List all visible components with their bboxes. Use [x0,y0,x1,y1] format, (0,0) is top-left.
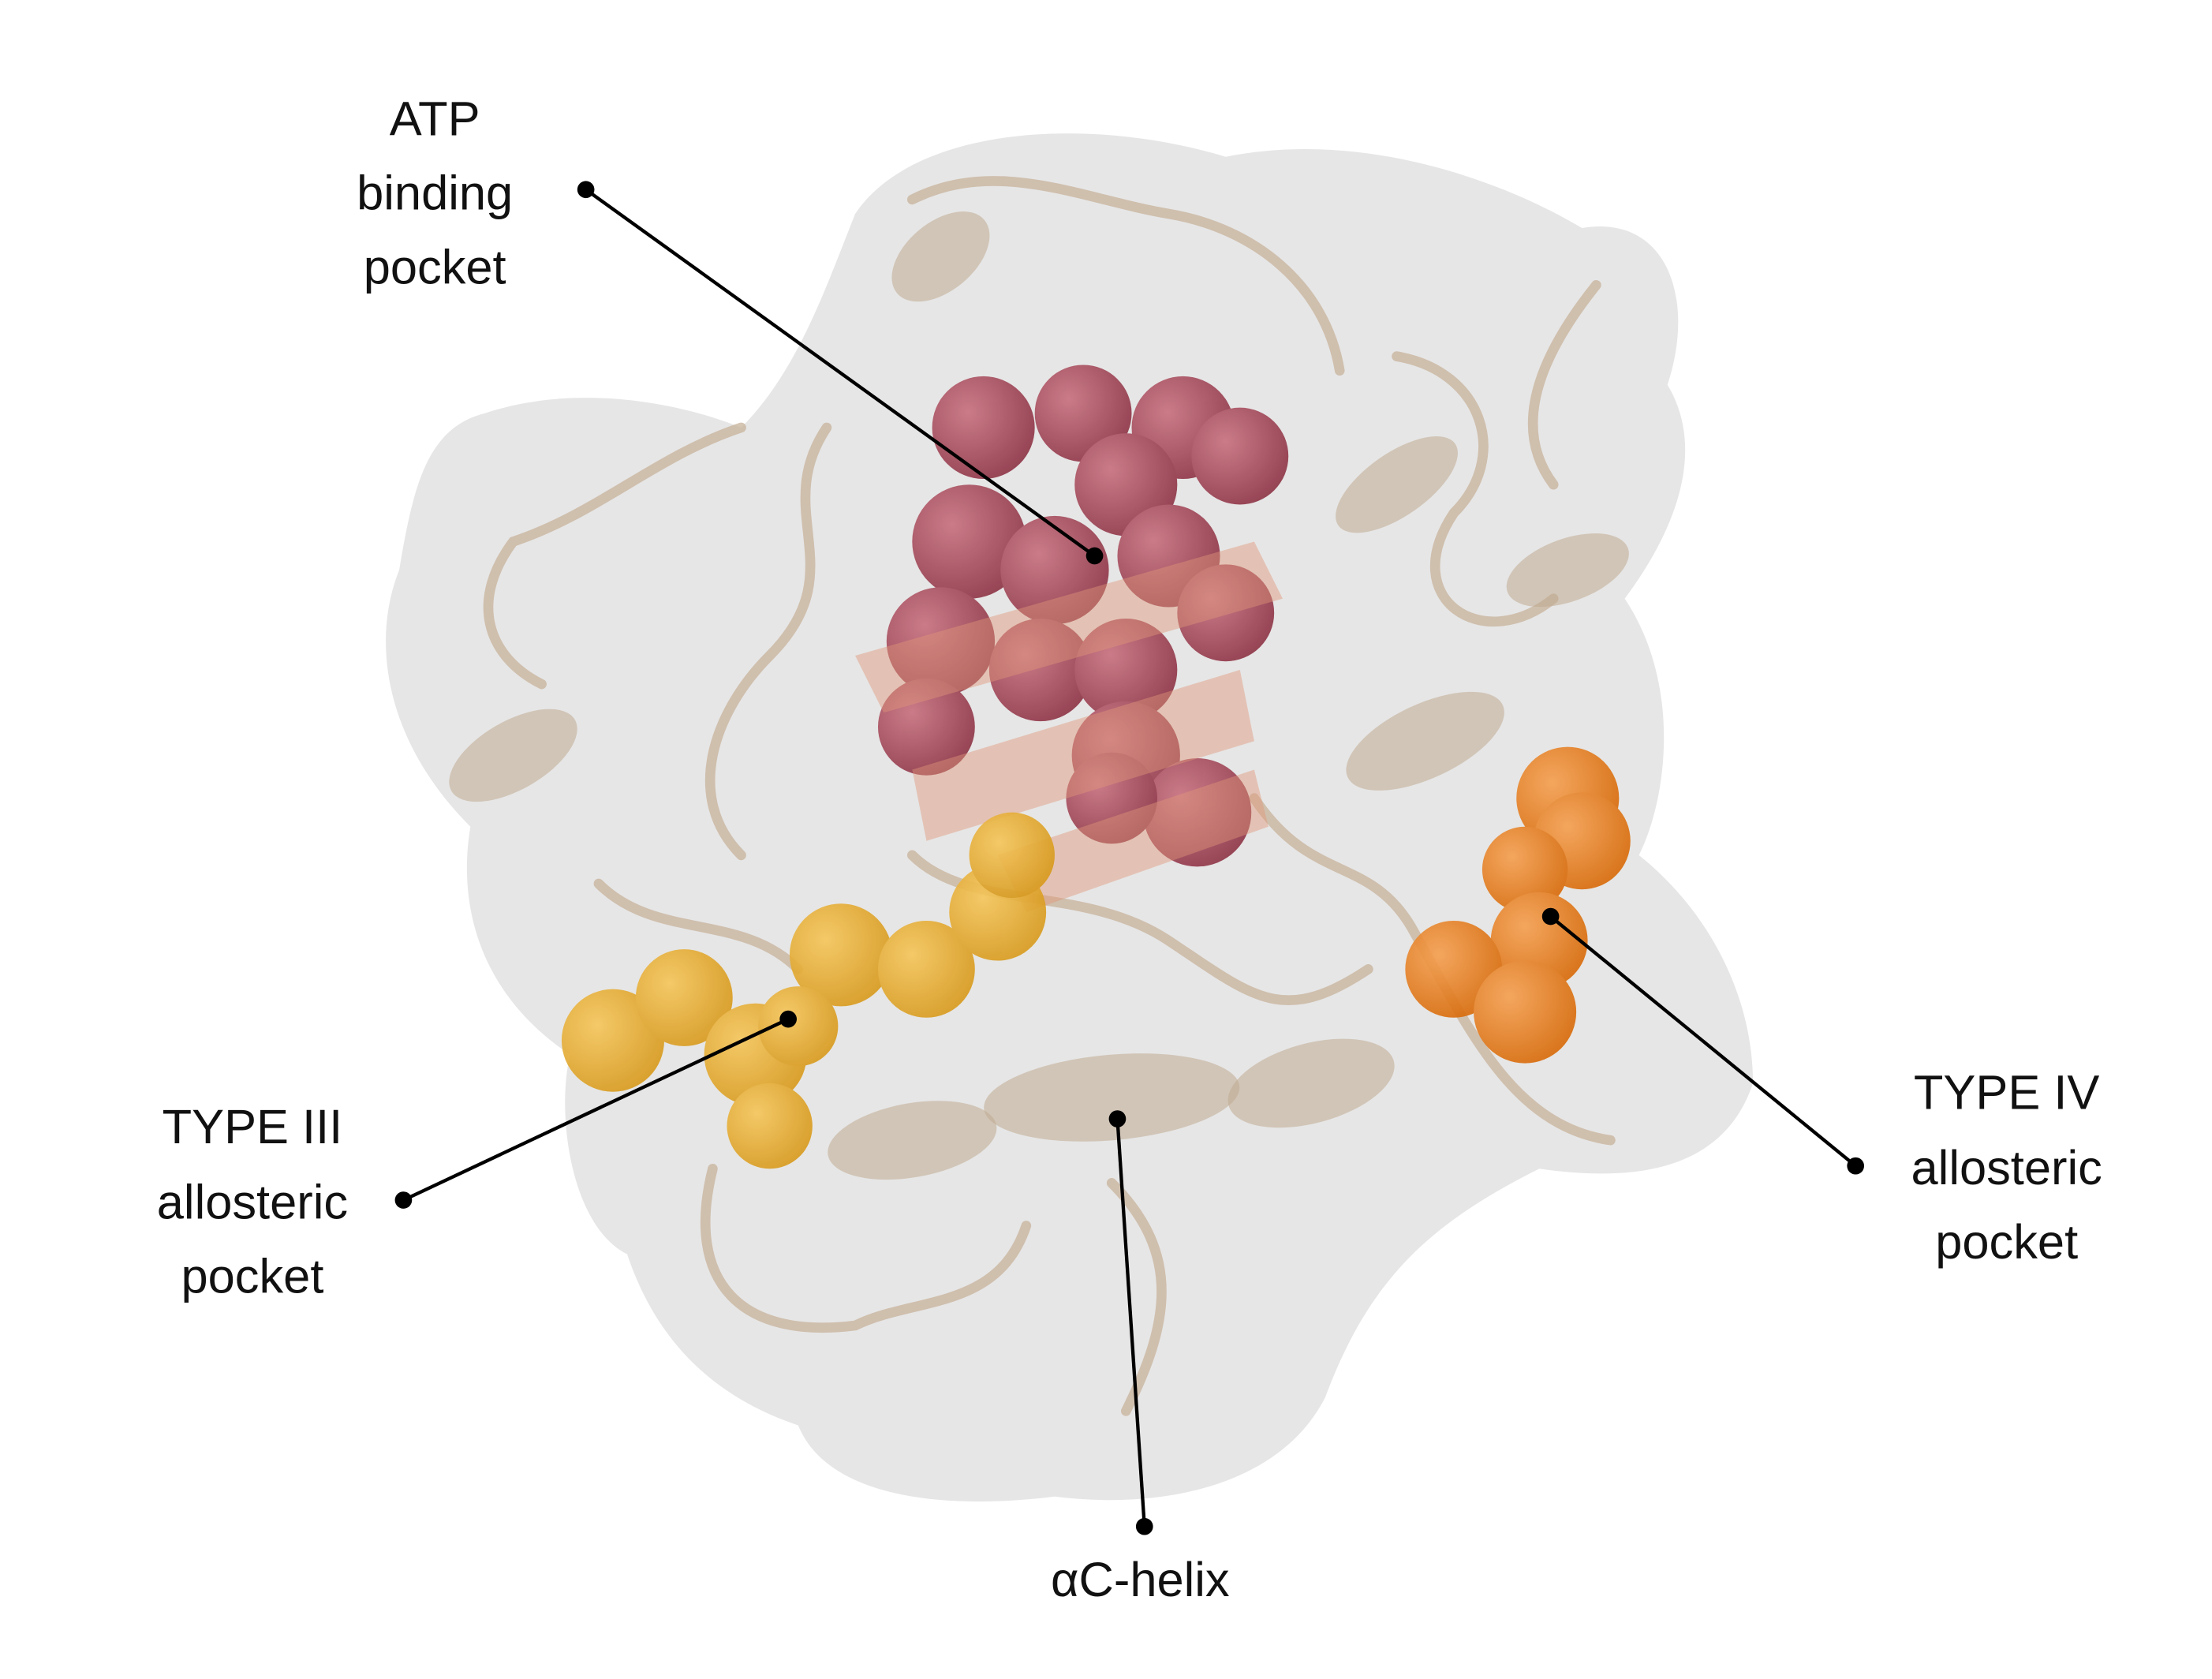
atp-leader-line [585,188,1096,558]
type4-pocket-label: TYPE IV allosteric pocket [1911,1065,2102,1270]
type3-ligand-spheres [561,812,1055,1169]
alphac-target-dot [1108,1110,1127,1127]
label-line: ATP [390,92,480,147]
protein-ribbon [449,176,1629,1416]
atp-ligand-spheres [877,365,1289,867]
alphac-leader-dot [1135,1517,1153,1535]
type4-target-dot [1541,907,1560,926]
label-line: TYPE III [163,1100,343,1154]
type3-pocket-label: TYPE III allosteric pocket [157,1100,348,1304]
type4-ligand-spheres [1405,746,1631,1064]
label-line: pocket [1935,1215,2078,1270]
type3-target-dot [779,1010,797,1028]
label-line: TYPE IV [1914,1065,2100,1120]
label-line: binding [357,166,513,221]
label-line: pocket [181,1249,323,1303]
alphac-helix-label: αC-helix [1051,1553,1230,1607]
label-line: pocket [364,240,506,294]
atp-target-dot [1085,547,1104,565]
label-line: allosteric [157,1176,348,1230]
type4-leader-line [1549,914,1857,1168]
type4-leader-dot [1847,1157,1865,1175]
atp-leader-dot [577,181,595,199]
atp-binding-pocket-label: ATP binding pocket [357,92,513,295]
type3-leader-line [402,1017,790,1202]
type3-leader-dot [394,1191,413,1209]
label-line: allosteric [1911,1141,2102,1195]
alphac-leader-line [1115,1118,1146,1527]
